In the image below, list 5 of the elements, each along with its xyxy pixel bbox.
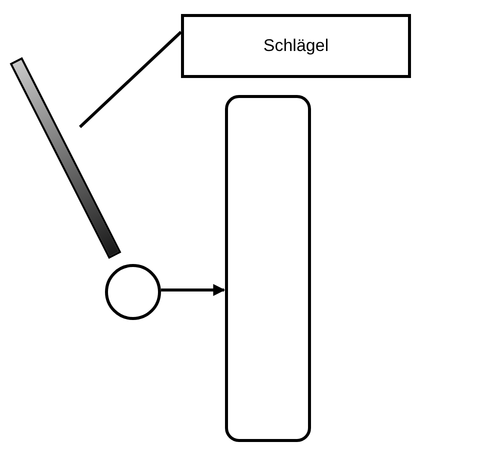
plate-box [225,95,311,442]
label-box [181,14,411,78]
arrow [161,284,226,296]
part-label: Schlägel [263,36,329,56]
leader-line [78,30,182,128]
